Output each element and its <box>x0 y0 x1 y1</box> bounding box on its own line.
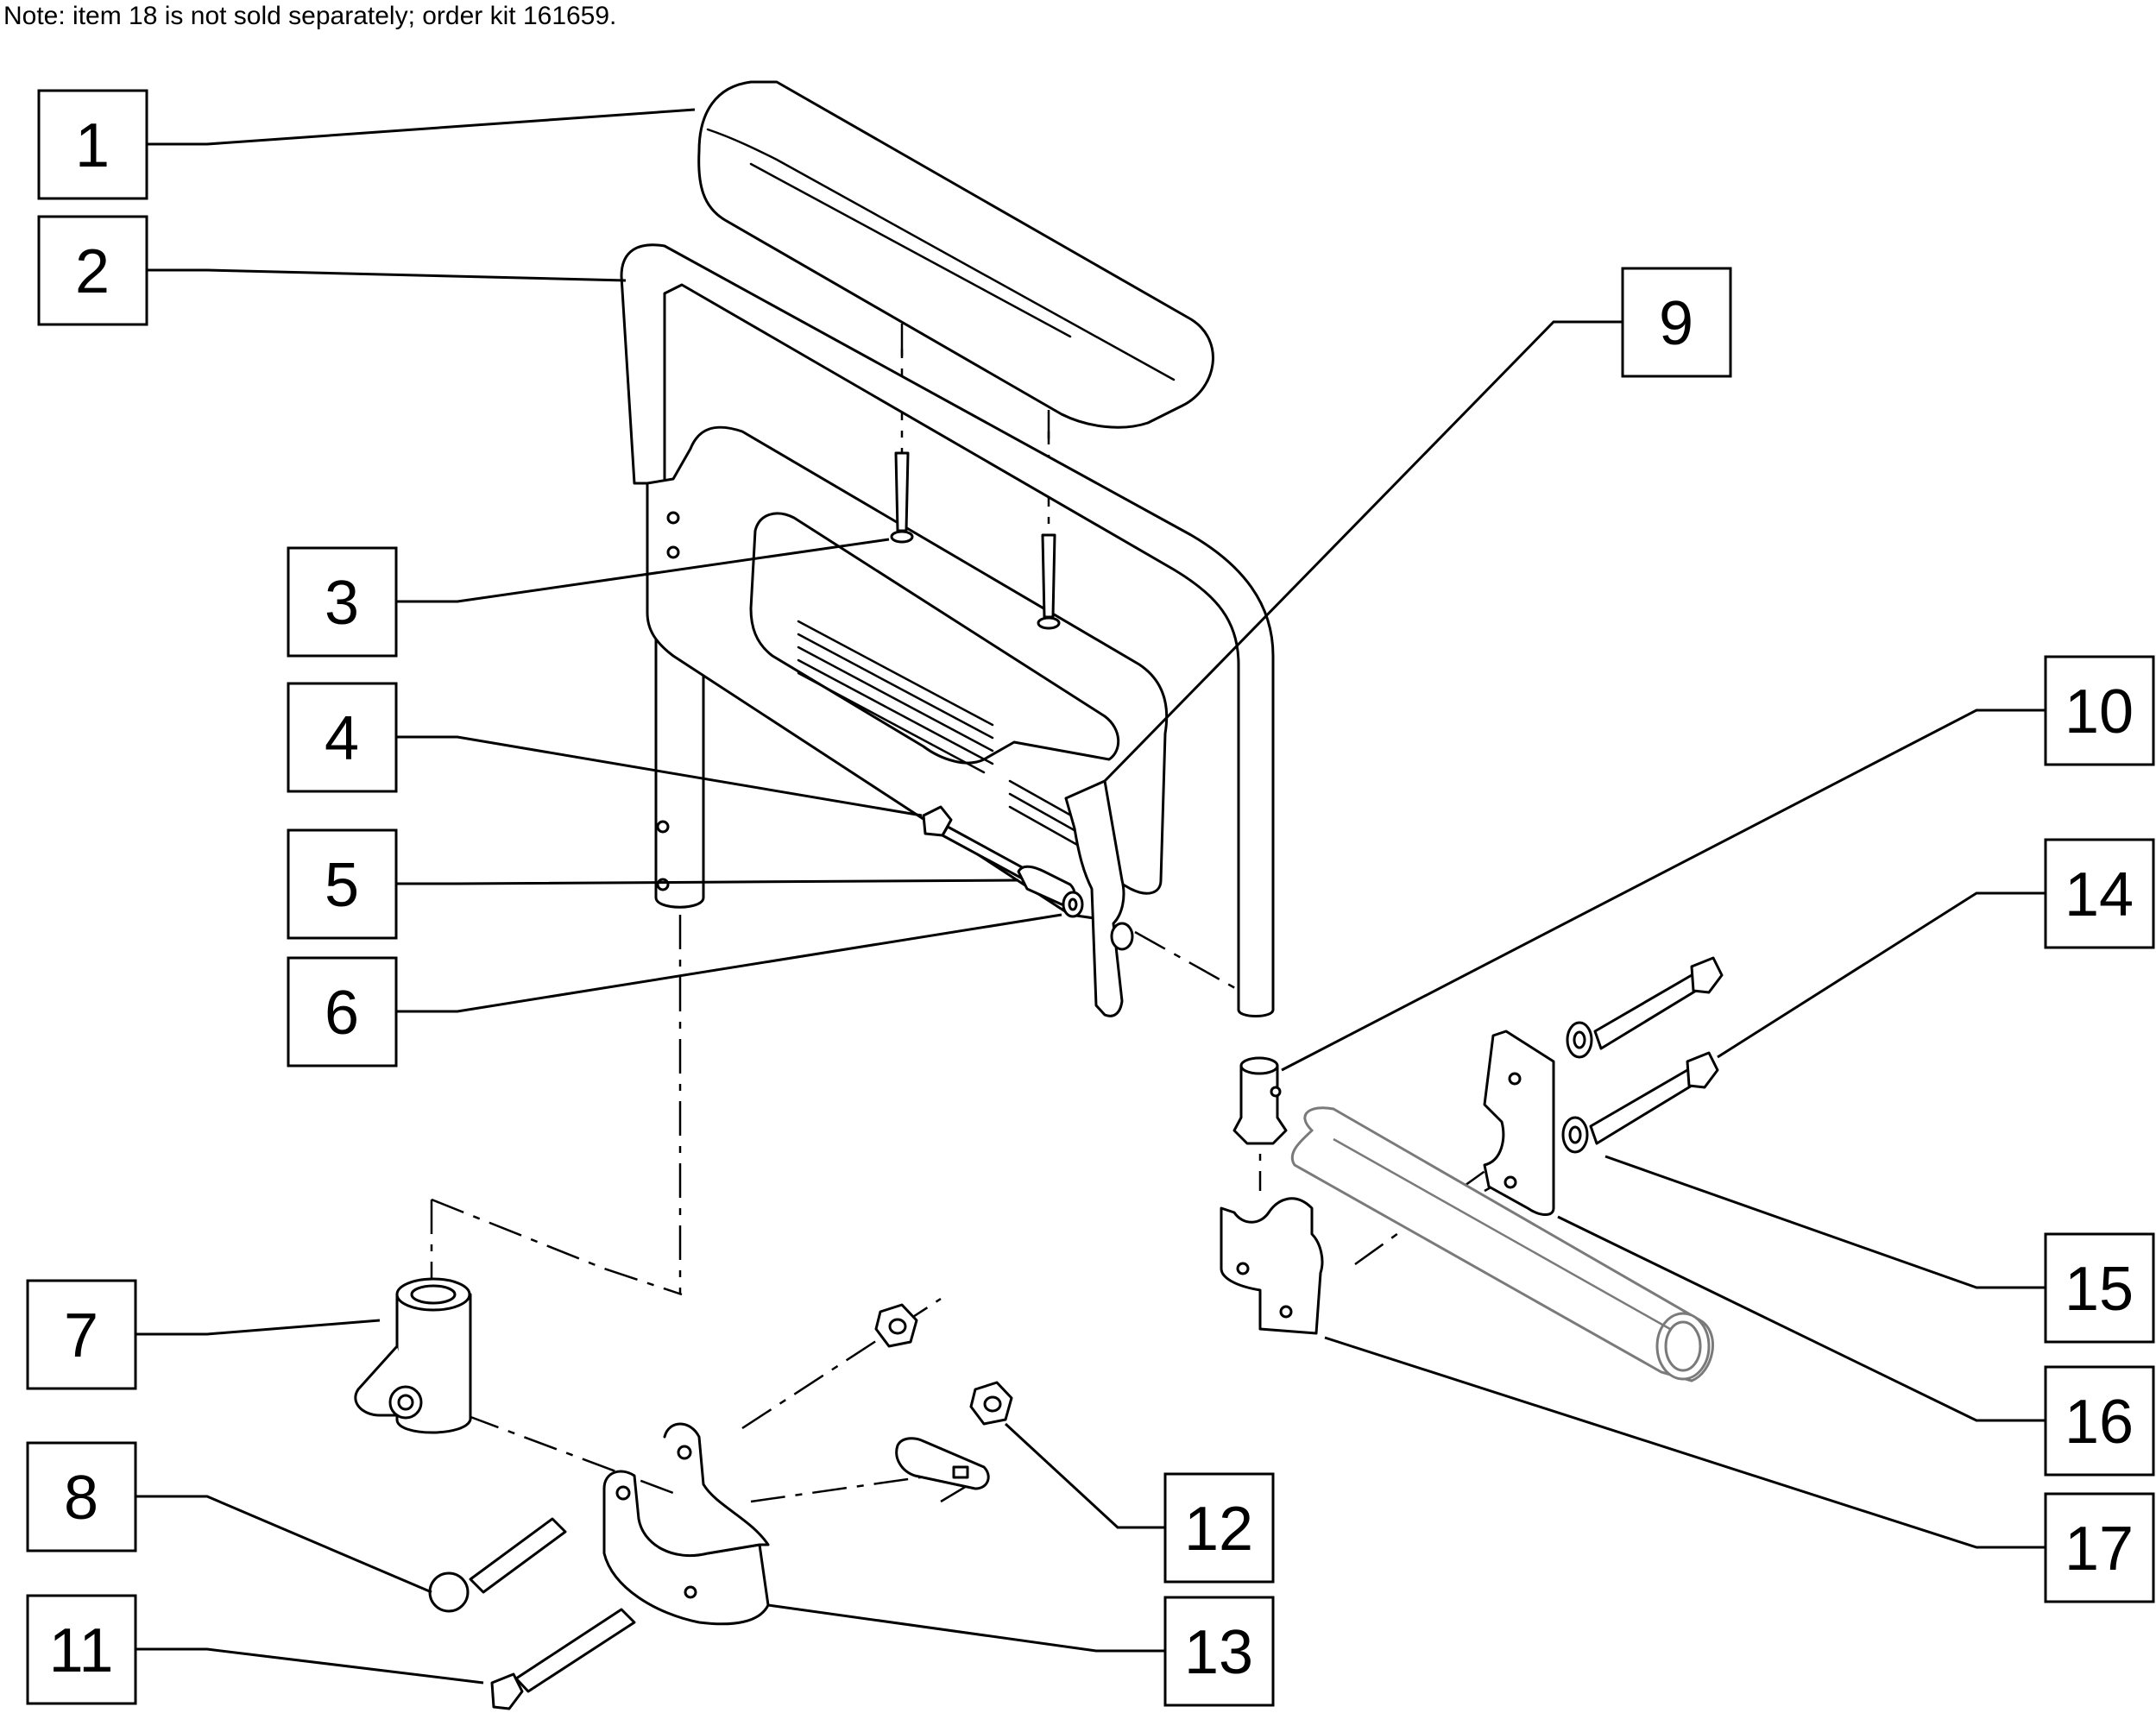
clamp-bolts <box>1561 956 1724 1154</box>
leader-lines <box>136 108 2046 1685</box>
clamp-plate <box>1483 1030 1555 1216</box>
callout-10: 10 <box>2044 655 2155 766</box>
callout-16-label: 16 <box>2065 1388 2134 1457</box>
side-panel <box>646 425 1169 921</box>
latch-bolt-assembly <box>922 805 1084 918</box>
callout-10-label: 10 <box>2065 677 2134 746</box>
callout-2-label: 2 <box>75 237 110 306</box>
callout-2: 2 <box>37 215 148 326</box>
callout-16: 16 <box>2044 1365 2155 1477</box>
callout-15: 15 <box>2044 1232 2155 1344</box>
callout-6: 6 <box>287 956 398 1067</box>
callout-4: 4 <box>287 682 398 793</box>
alignment-lines <box>430 324 1554 1503</box>
callout-1-label: 1 <box>75 111 110 180</box>
callout-11: 11 <box>26 1594 137 1705</box>
diagram-note: Note: item 18 is not sold separately; or… <box>3 2 617 30</box>
callout-4-label: 4 <box>325 704 359 773</box>
callout-14: 14 <box>2044 838 2155 949</box>
callout-14-label: 14 <box>2065 860 2134 929</box>
callout-12-label: 12 <box>1184 1495 1253 1564</box>
mounting-bracket <box>1220 1197 1324 1335</box>
receiver-pin <box>1232 1056 1288 1145</box>
callout-15-label: 15 <box>2065 1255 2134 1324</box>
callout-13: 13 <box>1163 1596 1275 1707</box>
callout-13-label: 13 <box>1184 1618 1253 1687</box>
receiver-socket <box>354 1277 472 1434</box>
callout-11-label: 11 <box>49 1616 114 1685</box>
callout-17-label: 17 <box>2065 1515 2134 1584</box>
callout-12: 12 <box>1163 1472 1275 1584</box>
callout-8: 8 <box>26 1441 137 1552</box>
callout-9-label: 9 <box>1659 289 1693 358</box>
callout-9: 9 <box>1621 267 1732 378</box>
screw <box>890 451 1061 630</box>
frame-tube <box>1291 1106 1714 1382</box>
callout-3: 3 <box>287 546 398 658</box>
callout-8-label: 8 <box>64 1464 98 1533</box>
callout-7-label: 7 <box>64 1301 98 1370</box>
arm-pad <box>697 80 1214 440</box>
release-lever <box>1064 779 1134 1017</box>
callout-1: 1 <box>37 89 148 200</box>
callout-3-label: 3 <box>325 569 359 638</box>
lock-nuts <box>874 1303 1013 1490</box>
callout-17: 17 <box>2044 1492 2155 1603</box>
callout-5: 5 <box>287 828 398 940</box>
clamp-saddle <box>602 1422 770 1626</box>
callout-5-label: 5 <box>325 851 359 920</box>
saddle-bolts <box>428 1517 636 1710</box>
callout-7: 7 <box>26 1279 137 1390</box>
callout-6-label: 6 <box>325 979 359 1048</box>
